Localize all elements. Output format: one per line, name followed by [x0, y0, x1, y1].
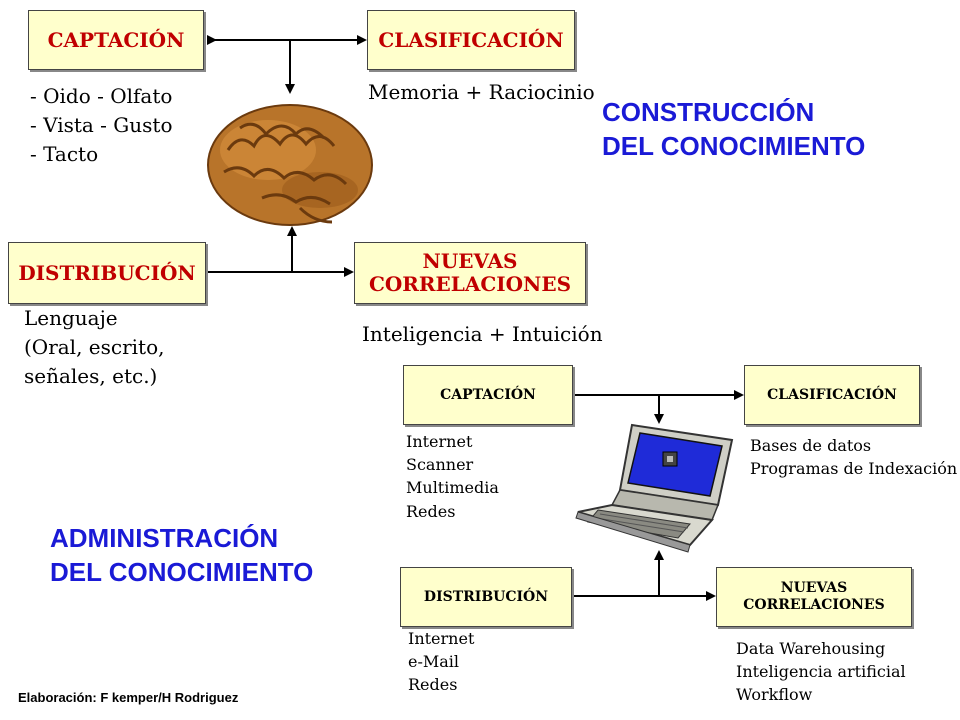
top-distribucion-label: DISTRIBUCIÓN [18, 260, 196, 285]
top-nuevas-correlaciones-label: NUEVAS CORRELACIONES [368, 249, 572, 296]
top-captacion-label: CAPTACIÓN [47, 27, 185, 52]
bottom-nuevas-correlaciones-box: NUEVAS CORRELACIONES [716, 567, 912, 627]
bottom-clasificacion-box: CLASIFICACIÓN [744, 365, 920, 425]
bottom-title: ADMINISTRACIÓN DEL CONOCIMIENTO [50, 523, 314, 587]
bottom-distribucion-label: DISTRIBUCIÓN [423, 588, 549, 605]
bottom-distribucion-note: Internet e-Mail Redes [408, 629, 475, 695]
top-clasificacion-note: Memoria + Raciocinio [368, 80, 595, 104]
bottom-captacion-box: CAPTACIÓN [403, 365, 573, 425]
bottom-nuevas-correlaciones-label: NUEVAS CORRELACIONES [743, 580, 885, 613]
brain-icon [207, 104, 373, 226]
top-captacion-box: CAPTACIÓN [28, 10, 204, 70]
bottom-clasificacion-note: Bases de datos Programas de Indexación [750, 436, 958, 479]
bottom-distribucion-box: DISTRIBUCIÓN [400, 567, 572, 627]
top-connectors [200, 35, 367, 277]
bottom-connectors [566, 390, 744, 601]
top-title: CONSTRUCCIÓN DEL CONOCIMIENTO [602, 97, 866, 161]
bottom-correlaciones-note: Data Warehousing Inteligencia artificial… [736, 639, 906, 705]
top-correlaciones-note: Inteligencia + Intuición [362, 322, 603, 346]
top-distribucion-box: DISTRIBUCIÓN [8, 242, 206, 304]
laptop-icon [575, 423, 734, 553]
credit-text: Elaboración: F kemper/H Rodriguez [18, 690, 239, 705]
bottom-captacion-label: CAPTACIÓN [440, 386, 536, 403]
top-captacion-note: - Oido - Olfato - Vista - Gusto - Tacto [30, 84, 173, 166]
top-clasificacion-box: CLASIFICACIÓN [367, 10, 575, 70]
top-clasificacion-label: CLASIFICACIÓN [378, 27, 564, 52]
top-nuevas-correlaciones-box: NUEVAS CORRELACIONES [354, 242, 586, 304]
bottom-clasificacion-label: CLASIFICACIÓN [767, 386, 897, 403]
top-distribucion-note: Lenguaje (Oral, escrito, señales, etc.) [24, 306, 165, 388]
bottom-captacion-note: Internet Scanner Multimedia Redes [406, 432, 499, 521]
